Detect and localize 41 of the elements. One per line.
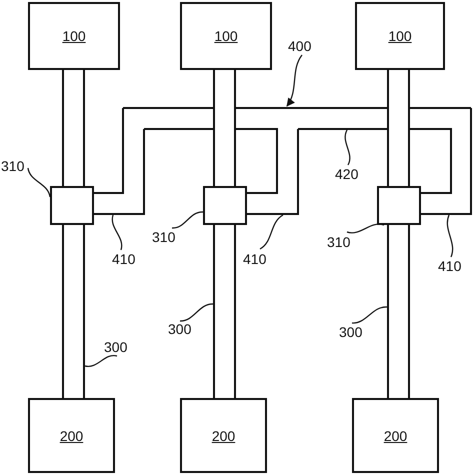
unit-label: 200	[212, 428, 236, 444]
reference-numeral: 300	[339, 324, 362, 340]
leader-line	[346, 224, 384, 234]
reference-numeral: 400	[288, 38, 312, 54]
unit-label: 200	[384, 428, 408, 444]
leader-line	[260, 214, 284, 250]
unit-box	[28, 2, 120, 70]
connector-block	[377, 186, 421, 225]
reference-numeral: 300	[168, 321, 192, 337]
unit-label: 200	[60, 428, 84, 444]
reference-numeral: 410	[243, 251, 266, 267]
connector-block	[203, 186, 247, 225]
reference-numeral: 410	[112, 251, 136, 267]
connector-block	[50, 186, 94, 225]
leader-line	[112, 214, 122, 250]
channel	[235, 128, 299, 215]
reference-numeral: 310	[1, 158, 24, 174]
unit-box	[180, 398, 267, 473]
reference-numeral: 310	[152, 229, 176, 245]
reference-numeral: 420	[335, 166, 358, 182]
unit-box	[355, 2, 445, 70]
unit-box	[28, 398, 115, 473]
leader-arrow	[286, 54, 302, 107]
leader-line	[27, 168, 51, 198]
channel	[122, 107, 472, 130]
leader-line	[352, 306, 388, 324]
leader-line	[446, 214, 454, 258]
channel	[93, 107, 145, 215]
unit-box	[180, 2, 272, 70]
channel	[409, 107, 472, 215]
leader-line	[172, 211, 204, 229]
leader-line	[180, 303, 214, 322]
unit-label: 100	[214, 28, 238, 44]
unit-box	[352, 398, 439, 473]
leader-line	[84, 354, 118, 367]
reference-numeral: 310	[327, 234, 350, 250]
unit-label: 100	[62, 28, 86, 44]
reference-numeral: 410	[438, 258, 462, 274]
reference-numeral: 300	[104, 339, 128, 355]
leader-line	[344, 130, 350, 166]
unit-label: 100	[388, 28, 412, 44]
